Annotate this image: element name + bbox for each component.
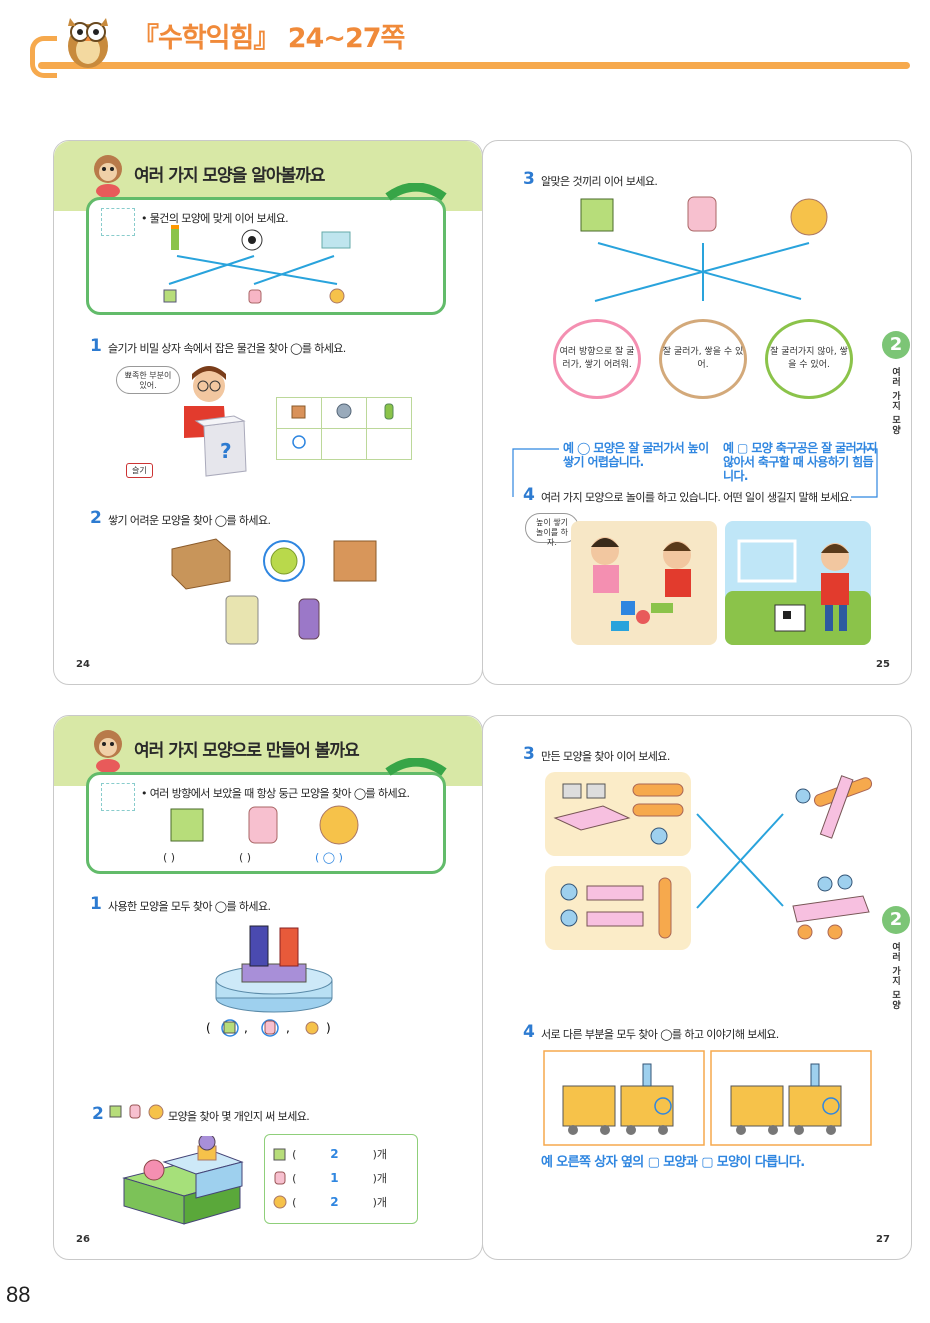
q4-text: 서로 다른 부분을 모두 찾아 ◯를 하고 이야기해 보세요.: [541, 1028, 779, 1041]
q2-text: 쌓기 어려운 모양을 찾아 ◯를 하세요.: [108, 514, 271, 527]
pencil-sharpener-icon: [321, 397, 367, 429]
monkey-mascot-icon: [94, 730, 122, 772]
header-curl-decoration: [30, 36, 57, 78]
speech-bubble-rabbit: 여러 방향으로 잘 굴러가, 쌓기 어려워.: [553, 319, 641, 399]
cube-icon: [276, 397, 322, 429]
recall-paren-2[interactable]: ( ): [239, 851, 252, 864]
header-rule: [38, 62, 910, 69]
recall-box: • 여러 방향에서 보았을 때 항상 둥근 모양을 찾아 ◯를 하세요. ( )…: [86, 772, 446, 874]
q2-text: 모양을 찾아 몇 개인지 써 보세요.: [168, 1110, 310, 1123]
recall-box: • 물건의 모양에 맞게 이어 보세요.: [86, 197, 446, 315]
page-27: 3 만든 모양을 찾아 이어 보세요. 2 여러 가지 모양 4 서로 다른 부…: [482, 715, 912, 1260]
page-number: 26: [76, 1234, 90, 1245]
q2-count-box: ( 2 )개 ( 1 )개 ( 2 )개: [264, 1134, 418, 1224]
paren-open: (: [292, 1172, 297, 1185]
chapter-tab-text: 여러 가지 모양: [890, 367, 900, 436]
count-unit: )개: [372, 1172, 387, 1185]
matching-lines: [163, 225, 351, 304]
q1-text: 슬기가 비밀 상자 속에서 잡은 물건을 찾아 ◯를 하세요.: [108, 342, 346, 355]
q2-number: 2: [90, 508, 102, 528]
stacked-shapes-illustration: [215, 925, 333, 1013]
empty-cell[interactable]: [366, 428, 412, 460]
answer-text-left: 예 ◯ 모양은 잘 굴러가서 높이 쌓기 어렵습니다.: [563, 441, 709, 469]
q2-number: 2: [92, 1104, 104, 1124]
count-unit: )개: [372, 1196, 387, 1209]
cylinder-icon: [366, 397, 412, 429]
stamp-icon: [385, 758, 447, 776]
paren-open: (: [292, 1148, 297, 1161]
soccer-box-illustration: [725, 521, 871, 645]
recall-badge: [101, 208, 135, 236]
q1-number: 1: [90, 336, 102, 356]
q1-answer-choices[interactable]: (,,): [206, 1018, 336, 1041]
q3-text: 알맞은 것끼리 이어 보세요.: [541, 175, 658, 188]
svg-text:,: ,: [286, 1021, 290, 1035]
answer-bracket-lines: [512, 448, 878, 498]
section-title: 여러 가지 모양을 알아볼까요: [134, 166, 325, 186]
q4-number: 4: [523, 485, 535, 505]
page-number: 25: [876, 659, 890, 670]
page-25: 3 알맞은 것끼리 이어 보세요. 여러 방향으로 잘 굴러가, 쌓기 어려워.…: [482, 140, 912, 685]
q2-shape-icons: [109, 1104, 164, 1120]
q2-stack-illustration: [122, 1136, 244, 1225]
girl-name-label: 슬기: [126, 463, 153, 478]
paren-open: (: [292, 1196, 297, 1209]
page-number: 27: [876, 1234, 890, 1245]
cube-count-row: ( 2 )개: [273, 1143, 387, 1162]
recall-shapes: [170, 805, 359, 845]
q3-text: 만든 모양을 찾아 이어 보세요.: [541, 750, 670, 763]
recall-instruction: • 물건의 모양에 맞게 이어 보세요.: [141, 212, 289, 225]
q3-number: 3: [523, 169, 535, 189]
q2-objects: [171, 538, 377, 645]
q1-speech: 뾰족한 부분이 있어.: [116, 366, 180, 394]
book-page-number: 88: [6, 1282, 31, 1307]
chapter-tab-number: 2: [882, 906, 910, 934]
section-title: 여러 가지 모양으로 만들어 볼까요: [134, 741, 360, 761]
cylinder-count-row: ( 1 )개: [273, 1167, 387, 1186]
children-block-play-illustration: [571, 521, 717, 645]
spot-difference-illustration: [543, 1050, 872, 1146]
recall-paren-3[interactable]: ( ◯ ): [315, 851, 343, 864]
sphere-icon: [273, 1195, 287, 1208]
q4-answer: 예 오른쪽 상자 옆의 ▢ 모양과 ▢ 모양이 다릅니다.: [541, 1155, 805, 1170]
page-26: 여러 가지 모양으로 만들어 볼까요 • 여러 방향에서 보았을 때 항상 둥근…: [53, 715, 483, 1260]
recall-instruction: • 여러 방향에서 보았을 때 항상 둥근 모양을 찾아 ◯를 하세요.: [141, 787, 410, 800]
svg-text:?: ?: [220, 439, 232, 463]
answer-table: [276, 397, 412, 460]
page-number: 24: [76, 659, 90, 670]
cylinder-icon: [274, 1171, 286, 1184]
girl-with-box-illustration: ?: [184, 366, 247, 477]
q3-number: 3: [523, 744, 535, 764]
cube-count-value[interactable]: 2: [330, 1147, 339, 1161]
count-unit: )개: [372, 1148, 387, 1161]
q1-number: 1: [90, 894, 102, 914]
q3-matching: [545, 772, 873, 950]
page-24: 여러 가지 모양을 알아볼까요 • 물건의 모양에 맞게 이어 보세요. 1 슬…: [53, 140, 483, 685]
q4-text: 여러 가지 모양으로 놀이를 하고 있습니다. 어떤 일이 생길지 말해 보세요…: [541, 491, 852, 504]
recall-badge: [101, 783, 135, 811]
sphere-count-value[interactable]: 2: [330, 1195, 339, 1209]
sphere-count-row: ( 2 )개: [273, 1191, 387, 1210]
svg-text:(: (: [206, 1021, 211, 1035]
q1-text: 사용한 모양을 모두 찾아 ◯를 하세요.: [108, 900, 271, 913]
header-title: 『수학익힘』 24~27쪽: [132, 23, 405, 54]
recall-paren-1[interactable]: ( ): [163, 851, 176, 864]
svg-text:): ): [326, 1021, 331, 1035]
svg-text:,: ,: [244, 1021, 248, 1035]
answer-circle-cell[interactable]: [276, 428, 322, 460]
speech-bubble-monkey: 잘 굴러가, 쌓을 수 있어.: [659, 319, 747, 399]
chapter-tab-number: 2: [882, 331, 910, 359]
cylinder-count-value[interactable]: 1: [330, 1171, 339, 1185]
owl-mascot-icon: [68, 18, 108, 68]
answer-text-right: 예 ▢ 모양 축구공은 잘 굴러가지 않아서 축구할 때 사용하기 힘듭니다.: [723, 441, 878, 483]
q4-number: 4: [523, 1022, 535, 1042]
cube-icon: [273, 1148, 286, 1160]
monkey-mascot-icon: [94, 155, 122, 197]
q3-matching: [580, 196, 828, 302]
stamp-icon: [385, 183, 447, 201]
q4-speech: 높이 쌓기 놀이를 하자.: [525, 513, 579, 547]
empty-cell[interactable]: [321, 428, 367, 460]
chapter-tab-text: 여러 가지 모양: [890, 942, 900, 1011]
speech-bubble-frog: 잘 굴러가지 않아, 쌓을 수 있어.: [765, 319, 853, 399]
